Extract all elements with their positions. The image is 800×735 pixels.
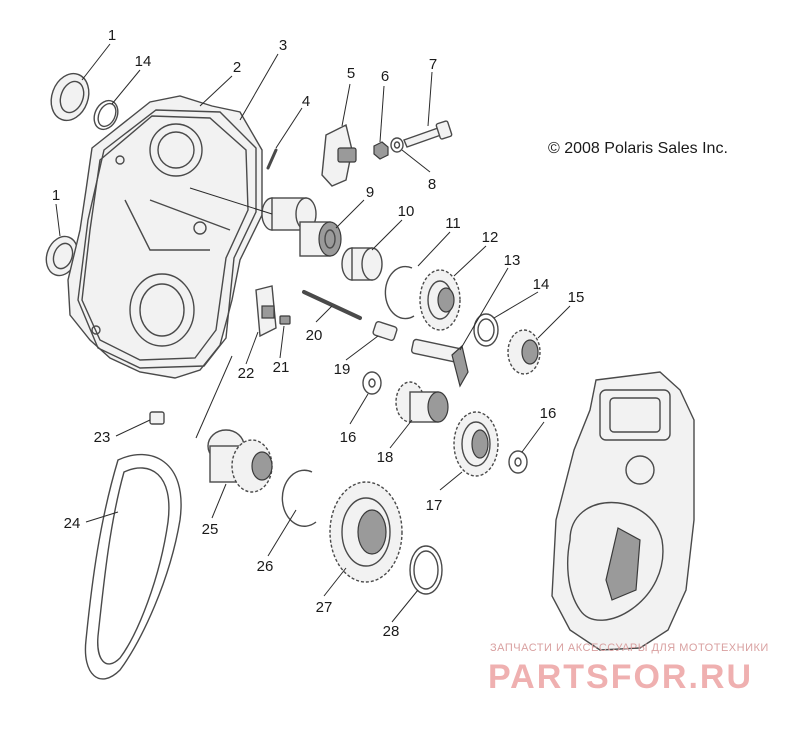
callout-20: 20 [306,327,323,344]
part-13-shift-shaft [410,338,469,388]
part-20-rod [302,290,362,320]
callout-16-left: 16 [340,429,357,446]
part-16-washer-right [508,450,528,474]
callout-labels: 1 14 2 3 4 5 6 7 8 1 9 10 11 12 13 14 15… [52,27,585,640]
part-16-washer-left [362,371,382,395]
part-14-ring-right [473,313,499,347]
part-12-gear [419,269,461,331]
callout-27: 27 [316,599,333,616]
callout-8: 8 [428,176,436,193]
callout-28: 28 [383,623,400,640]
callout-10: 10 [398,203,415,220]
callout-22: 22 [238,365,255,382]
watermark-subtitle: ЗАПЧАСТИ И АКСЕССУАРЫ ДЛЯ МОТОТЕХНИКИ [490,642,769,654]
part-17-gear [453,411,499,477]
callout-14-right: 14 [533,276,550,293]
callout-23: 23 [94,429,111,446]
part-10-bearing [341,247,383,281]
part-26-snap-ring [281,469,317,527]
callout-24: 24 [64,515,81,532]
watermark: ЗАПЧАСТИ И АКСЕССУАРЫ ДЛЯ МОТОТЕХНИКИ PA… [488,642,769,696]
part-19-bushing [372,321,398,341]
callout-1-lower: 1 [52,187,60,204]
part-23-plug [149,411,165,425]
part-22-plate [255,285,277,338]
callout-2: 2 [233,59,241,76]
callout-15: 15 [568,289,585,306]
part-11-snap-ring [384,265,415,320]
part-15-gear [507,329,541,375]
copyright-text: © 2008 Polaris Sales Inc. [548,140,728,157]
callout-19: 19 [334,361,351,378]
part-4-pin [266,148,278,170]
callout-3: 3 [279,37,287,54]
callout-21: 21 [273,359,290,376]
part-2-chaincase-housing [67,95,263,379]
part-7-bolt [403,120,453,148]
callout-18: 18 [377,449,394,466]
callout-16-right: 16 [540,405,557,422]
part-21-bolt [279,315,291,325]
watermark-brand: PARTSFOR.RU [488,658,753,696]
part-3-gasket [77,109,257,369]
part-1-seal-top [50,72,90,122]
callout-5: 5 [347,65,355,82]
callout-17: 17 [426,497,443,514]
callout-13: 13 [504,252,521,269]
callout-9: 9 [366,184,374,201]
part-24-chain [84,453,182,680]
part-25-sprocket [207,429,273,493]
leader-lines [55,43,571,623]
part-9-sprocket-shaft [189,187,342,257]
chaincase-cover [551,371,695,651]
part-27-large-gear [329,481,403,583]
callout-25: 25 [202,521,219,538]
callout-6: 6 [381,68,389,85]
part-8-washer [390,137,404,153]
callout-7: 7 [429,56,437,73]
part-5-tensioner [321,123,357,187]
callout-12: 12 [482,229,499,246]
part-28-ring [409,545,443,595]
callout-26: 26 [257,558,274,575]
callout-1-top: 1 [108,27,116,44]
callout-14-top: 14 [135,53,152,70]
callout-4: 4 [302,93,310,110]
part-18-gear [395,381,449,423]
callout-11: 11 [445,215,461,232]
part-14-ring-top [93,99,119,131]
part-6-nut [373,141,389,160]
